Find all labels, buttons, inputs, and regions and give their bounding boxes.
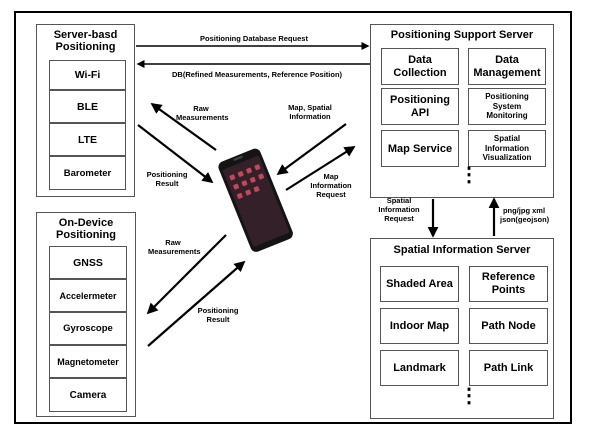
landmark-box: Landmark bbox=[380, 350, 459, 386]
lte-box: LTE bbox=[49, 123, 126, 156]
spatial-information-visualization-box: Spatial Information Visualization bbox=[468, 130, 546, 167]
data-collection-box: Data Collection bbox=[381, 48, 459, 85]
positioning-result-bottom-label: Positioning Result bbox=[197, 306, 239, 324]
indoor-map-box: Indoor Map bbox=[380, 308, 459, 344]
positioning-result-up-arrow bbox=[147, 260, 246, 347]
spatial-information-server-title: Spatial Information Server bbox=[393, 244, 531, 256]
positioning-result-down-arrow bbox=[137, 124, 214, 184]
barometer-box: Barometer bbox=[49, 156, 126, 190]
shaded-area-box: Shaded Area bbox=[380, 266, 459, 302]
camera-box: Camera bbox=[49, 378, 127, 412]
map-service-box: Map Service bbox=[381, 130, 459, 167]
spatial-info-request-label: Spatial Information Request bbox=[378, 196, 420, 223]
formats-label: png/jpg xml json(geojson) bbox=[500, 206, 550, 224]
accelerometer-box: Accelermeter bbox=[49, 279, 127, 312]
raw-measurements-down-arrow bbox=[146, 234, 227, 315]
diagram-frame bbox=[14, 11, 572, 424]
ble-box: BLE bbox=[49, 90, 126, 123]
magnetometer-box: Magnetometer bbox=[49, 345, 127, 378]
positioning-support-server-title: Positioning Support Server bbox=[390, 29, 534, 41]
positioning-api-box: Positioning API bbox=[381, 88, 459, 125]
positioning-system-monitoring-box: Positioning System Monitoring bbox=[468, 88, 546, 125]
path-node-box: Path Node bbox=[469, 308, 548, 344]
map-spatial-info-label: Map, Spatial Information bbox=[288, 103, 332, 121]
path-link-box: Path Link bbox=[469, 350, 548, 386]
map-spatial-info-arrow bbox=[276, 123, 347, 176]
raw-measurements-bottom-label: Raw Measurements bbox=[148, 238, 201, 256]
raw-measurements-up-arrow bbox=[150, 102, 217, 151]
gyroscope-box: Gyroscope bbox=[49, 312, 127, 345]
positioning-result-top-label: Positioning Result bbox=[146, 170, 188, 188]
map-info-request-label: Map Information Request bbox=[310, 172, 352, 199]
gnss-box: GNSS bbox=[49, 246, 127, 279]
smartphone-icon bbox=[218, 148, 293, 252]
reference-points-box: Reference Points bbox=[469, 266, 548, 302]
wifi-box: Wi-Fi bbox=[49, 60, 126, 90]
db-request-label: Positioning Database Request bbox=[200, 34, 308, 43]
data-management-box: Data Management bbox=[468, 48, 546, 85]
raw-measurements-top-label: Raw Measurements bbox=[176, 104, 229, 122]
map-info-request-arrow bbox=[285, 146, 356, 191]
on-device-positioning-title: On-Device Positioning bbox=[56, 217, 116, 241]
db-response-label: DB(Refined Measurements, Reference Posit… bbox=[172, 70, 343, 79]
server-based-positioning-title: Server-basd Positioning bbox=[53, 29, 118, 53]
